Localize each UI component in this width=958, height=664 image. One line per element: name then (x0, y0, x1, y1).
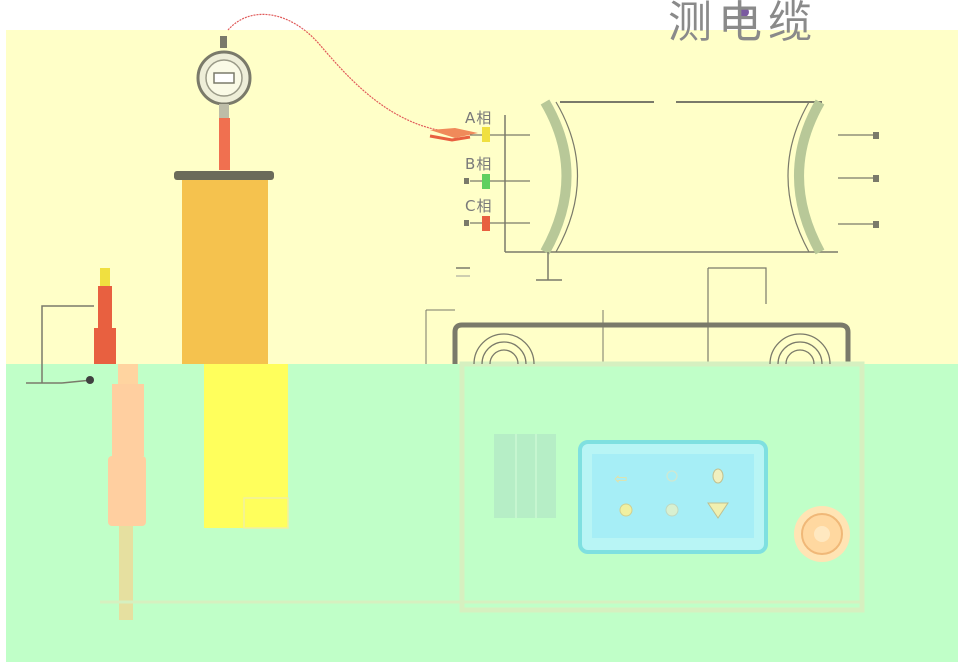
button-icon (619, 503, 633, 517)
transformer-body-lower (204, 364, 288, 528)
phase-c-lamp (482, 216, 490, 231)
discharge-rod (94, 268, 146, 620)
fan-grille-icon (473, 333, 535, 365)
phase-c-label: C相 (465, 197, 493, 215)
ground-clamp-icon (86, 376, 94, 384)
phase-a-lamp (482, 127, 490, 142)
button-icon (665, 503, 679, 517)
indicator-lamp-icon (712, 468, 724, 484)
test-lead-wire (227, 13, 451, 133)
connector-dot-icon (739, 7, 749, 17)
knob-icon (794, 506, 850, 562)
dial-gauge-icon (196, 36, 252, 118)
cable-diagram (425, 99, 879, 364)
phase-b-lamp (482, 174, 490, 189)
transformer-body-upper (182, 180, 268, 364)
fan-grille-icon (769, 333, 831, 365)
button-icon (707, 502, 729, 519)
indicator-lamp-icon (666, 470, 678, 482)
hv-rod (219, 118, 230, 170)
phase-a-label: A相 (465, 109, 493, 127)
diagram-title: 测电缆 (668, 0, 818, 48)
transformer-cap (174, 171, 274, 180)
transformer-base (243, 497, 289, 529)
alligator-clip-icon (429, 128, 478, 142)
arrow-indicator-icon: ⇦ (614, 469, 627, 488)
phase-b-label: B相 (465, 155, 493, 173)
vent-panel (494, 434, 556, 518)
test-instrument: ⇦ (100, 310, 865, 613)
